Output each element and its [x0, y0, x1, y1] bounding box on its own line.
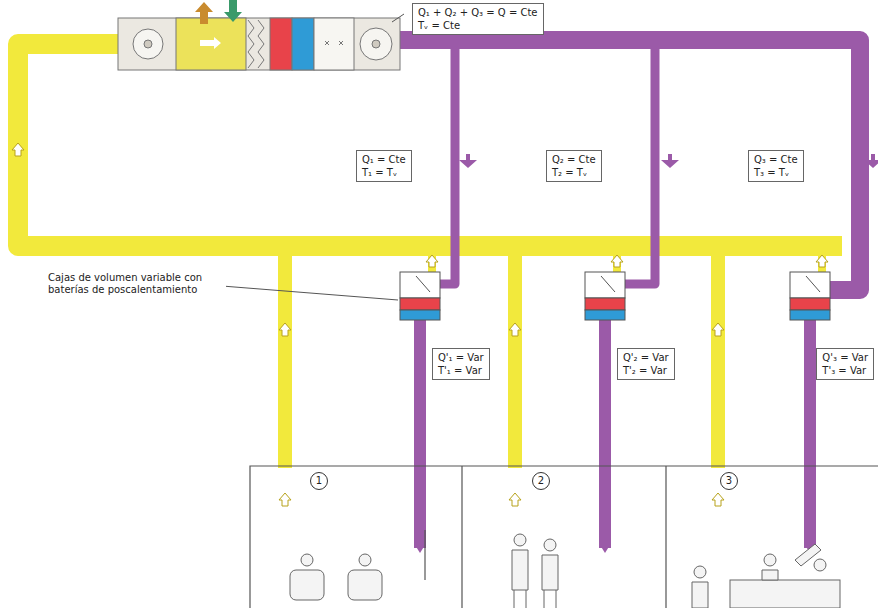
flow-value: T'₃ = Var — [822, 364, 868, 377]
flow-value: Q'₂ = Var — [623, 351, 669, 364]
flow-value: Q₂ = Cte — [552, 153, 596, 166]
flow-label-box: Q₁ + Q₂ + Q₃ = Q = CteTᵥ = Cte — [412, 3, 544, 35]
flow-value: T₃ = Tᵥ — [754, 166, 798, 179]
flow-value: Q₃ = Cte — [754, 153, 798, 166]
flow-value: Q'₃ = Var — [822, 351, 868, 364]
flow-label-box: Q₁ = CteT₁ = Tᵥ — [356, 150, 412, 182]
flow-value: Q₁ + Q₂ + Q₃ = Q = Cte — [418, 6, 538, 19]
flow-label-box: Q'₁ = VarT'₁ = Var — [432, 348, 490, 380]
flow-label-box: Q₃ = CteT₃ = Tᵥ — [748, 150, 804, 182]
flow-label-box: Q'₂ = VarT'₂ = Var — [617, 348, 675, 380]
flow-value: T'₂ = Var — [623, 364, 669, 377]
flow-value: Tᵥ = Cte — [418, 19, 538, 32]
flow-value: T₂ = Tᵥ — [552, 166, 596, 179]
callout-number: 1 — [310, 472, 328, 490]
callout-text: Cajas de volumen variable con baterías d… — [46, 272, 226, 296]
flow-label-box: Q₂ = CteT₂ = Tᵥ — [546, 150, 602, 182]
flow-value: Q₁ = Cte — [362, 153, 406, 166]
flow-value: T₁ = Tᵥ — [362, 166, 406, 179]
flow-value: Q'₁ = Var — [438, 351, 484, 364]
callout-number: 2 — [532, 472, 550, 490]
flow-value: T'₁ = Var — [438, 364, 484, 377]
flow-label-box: Q'₃ = VarT'₃ = Var — [816, 348, 874, 380]
callout-number: 3 — [720, 472, 738, 490]
